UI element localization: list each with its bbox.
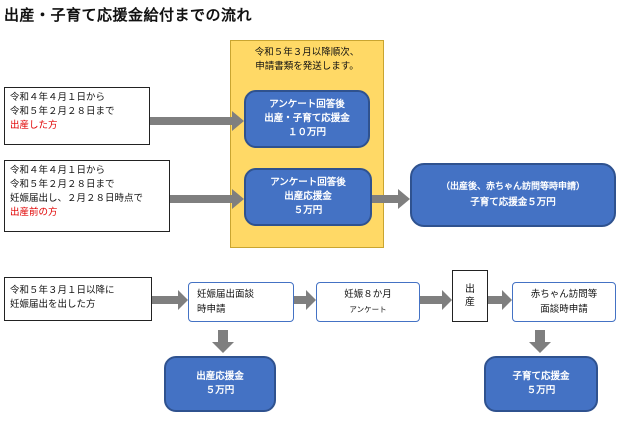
blue4-line1: 出産応援金 [196, 371, 244, 382]
arrow-row2 [170, 189, 244, 209]
benefit-birth-50k: アンケート回答後 出産応援金 ５万円 [244, 168, 372, 226]
row2-line4: 出産前の方 [10, 207, 58, 218]
blue1-line2: 出産・子育て応援金 [264, 113, 350, 124]
condition-box-after-march: 令和５年３月１日以降に 妊娠届出を出した方 [4, 277, 152, 321]
arrow-blue2-to-blue3 [372, 189, 410, 209]
page-title: 出産・子育て応援金給付までの流れ [4, 6, 253, 24]
row3-line1: 令和５年３月１日以降に [10, 285, 115, 296]
step2-line2: アンケート [349, 305, 387, 314]
arrow-birth-to-step3 [488, 290, 512, 310]
step2-line1: 妊娠８か月 [344, 289, 392, 300]
row1-line1: 令和４年４月１日から [10, 92, 106, 103]
step-pregnancy-interview: 妊娠届出面談 時申請 [188, 282, 294, 322]
row2-line2: 令和５年２月２８日まで [10, 179, 115, 190]
blue2-line1: アンケート回答後 [270, 177, 346, 188]
arrow-step1-down [212, 330, 234, 353]
blue1-line3: １０万円 [287, 127, 326, 138]
birth-char2: 産 [465, 297, 475, 308]
benefit-birth-childcare-100k: アンケート回答後 出産・子育て応援金 １０万円 [244, 90, 370, 148]
arrow-step2-to-birth [420, 290, 452, 310]
condition-box-born: 令和４年４月１日から 令和５年２月２８日まで 出産した方 [4, 87, 150, 145]
blue3-line1: （出産後、赤ちゃん訪問等時申請） [440, 182, 585, 192]
row1-line3: 出産した方 [10, 120, 58, 131]
arrow-row3-to-step1 [152, 290, 188, 310]
benefit-childcare-50k-after-birth: （出産後、赤ちゃん訪問等時申請） 子育て応援金５万円 [410, 163, 616, 227]
arrow-row1 [150, 111, 244, 131]
step1-line2: 時申請 [197, 304, 226, 315]
blue2-line2: 出産応援金 [284, 191, 332, 202]
condition-box-pregnant: 令和４年４月１日から 令和５年２月２８日まで 妊娠届出し、２月２８日時点で 出産… [4, 160, 170, 232]
row3-line2: 妊娠届出を出した方 [10, 299, 96, 310]
blue5-line1: 子育て応援金 [512, 371, 570, 382]
benefit-childcare-50k-new: 子育て応援金 ５万円 [484, 356, 598, 412]
arrow-step1-to-step2 [294, 290, 316, 310]
blue5-line2: ５万円 [526, 385, 556, 396]
step3-line2: 面談時申請 [540, 304, 588, 315]
blue2-line3: ５万円 [293, 205, 323, 216]
row2-line1: 令和４年４月１日から [10, 165, 106, 176]
blue3-line2: 子育て応援金５万円 [470, 197, 556, 208]
step1-line1: 妊娠届出面談 [197, 289, 255, 300]
blue4-line2: ５万円 [205, 385, 235, 396]
step-8month-survey: 妊娠８か月 アンケート [316, 282, 420, 322]
blue1-line1: アンケート回答後 [269, 99, 345, 110]
notice-line1: 令和５年３月以降順次、 [254, 47, 360, 58]
row1-line2: 令和５年２月２８日まで [10, 106, 115, 117]
step-baby-visit-interview: 赤ちゃん訪問等 面談時申請 [512, 282, 616, 322]
birth-char1: 出 [465, 284, 475, 295]
notice-line2: 申請書類を発送します。 [255, 61, 359, 72]
birth-marker: 出 産 [452, 270, 488, 322]
arrow-step3-down [529, 330, 551, 353]
row2-line3: 妊娠届出し、２月２８日時点で [10, 193, 144, 204]
step3-line1: 赤ちゃん訪問等 [530, 289, 598, 300]
benefit-birth-50k-new: 出産応援金 ５万円 [164, 356, 276, 412]
